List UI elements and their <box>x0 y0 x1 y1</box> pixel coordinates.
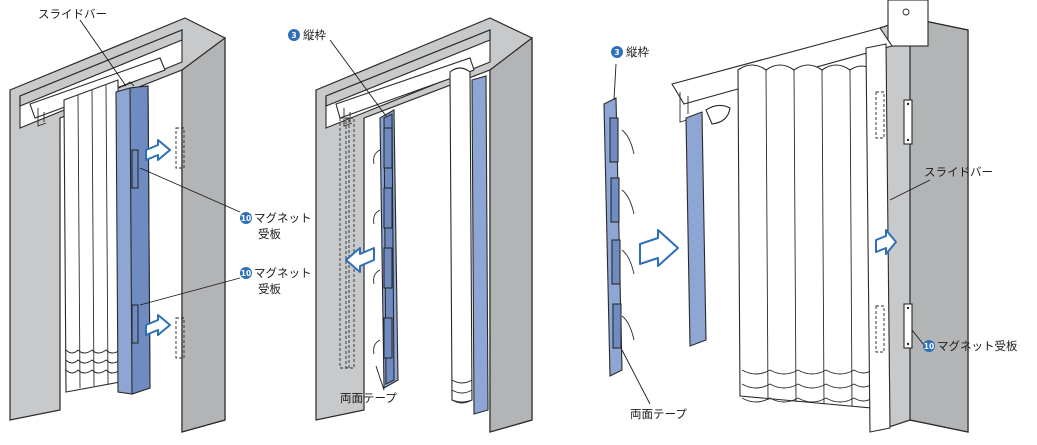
label-tape-3: 両面テープ <box>630 407 687 421</box>
panel-2-illustration <box>315 17 533 433</box>
label-slide-bar-3: スライドバー <box>924 165 993 179</box>
label-magnet-3: マグネット受板 <box>937 339 1018 353</box>
svg-text:受板: 受板 <box>258 227 281 241</box>
arrow-right-3b <box>875 229 897 255</box>
number-badge <box>288 29 300 41</box>
label-slide-bar-1: スライドバー <box>38 7 107 21</box>
tape-strips-2 <box>373 149 381 355</box>
arrow-right-1b <box>145 314 171 336</box>
bracket-3 <box>887 0 929 47</box>
panel-1-illustration <box>9 17 241 433</box>
svg-text:10: 10 <box>241 269 251 278</box>
arrow-right-3a <box>639 229 679 267</box>
label-tape-2: 両面テープ <box>340 391 397 405</box>
number-badge <box>240 212 252 224</box>
label-frame-2: 縦枠 <box>303 28 326 42</box>
arrow-right-1a <box>145 139 171 161</box>
number-badge <box>240 267 252 279</box>
svg-text:3: 3 <box>291 31 296 40</box>
magnet-plate-3a <box>903 99 913 145</box>
svg-text:受板: 受板 <box>258 282 281 296</box>
curtain-3 <box>737 64 873 409</box>
label-magnet-2: マグネット <box>254 266 312 280</box>
arrow-left-2 <box>345 247 375 273</box>
curtain-1 <box>63 79 121 393</box>
magnet-plate-1a <box>131 149 139 189</box>
svg-text:10: 10 <box>924 342 934 351</box>
label-frame-3: 縦枠 <box>626 45 649 59</box>
svg-text:3: 3 <box>614 48 619 57</box>
number-badge <box>611 46 623 58</box>
number-badge <box>923 340 935 352</box>
magnet-plate-3b <box>903 303 913 349</box>
label-magnet-1: マグネット <box>254 211 312 225</box>
svg-text:10: 10 <box>241 214 251 223</box>
panel-3-illustration <box>603 0 969 433</box>
tape-strips-3 <box>621 129 635 341</box>
magnet-plate-1b <box>131 304 139 344</box>
